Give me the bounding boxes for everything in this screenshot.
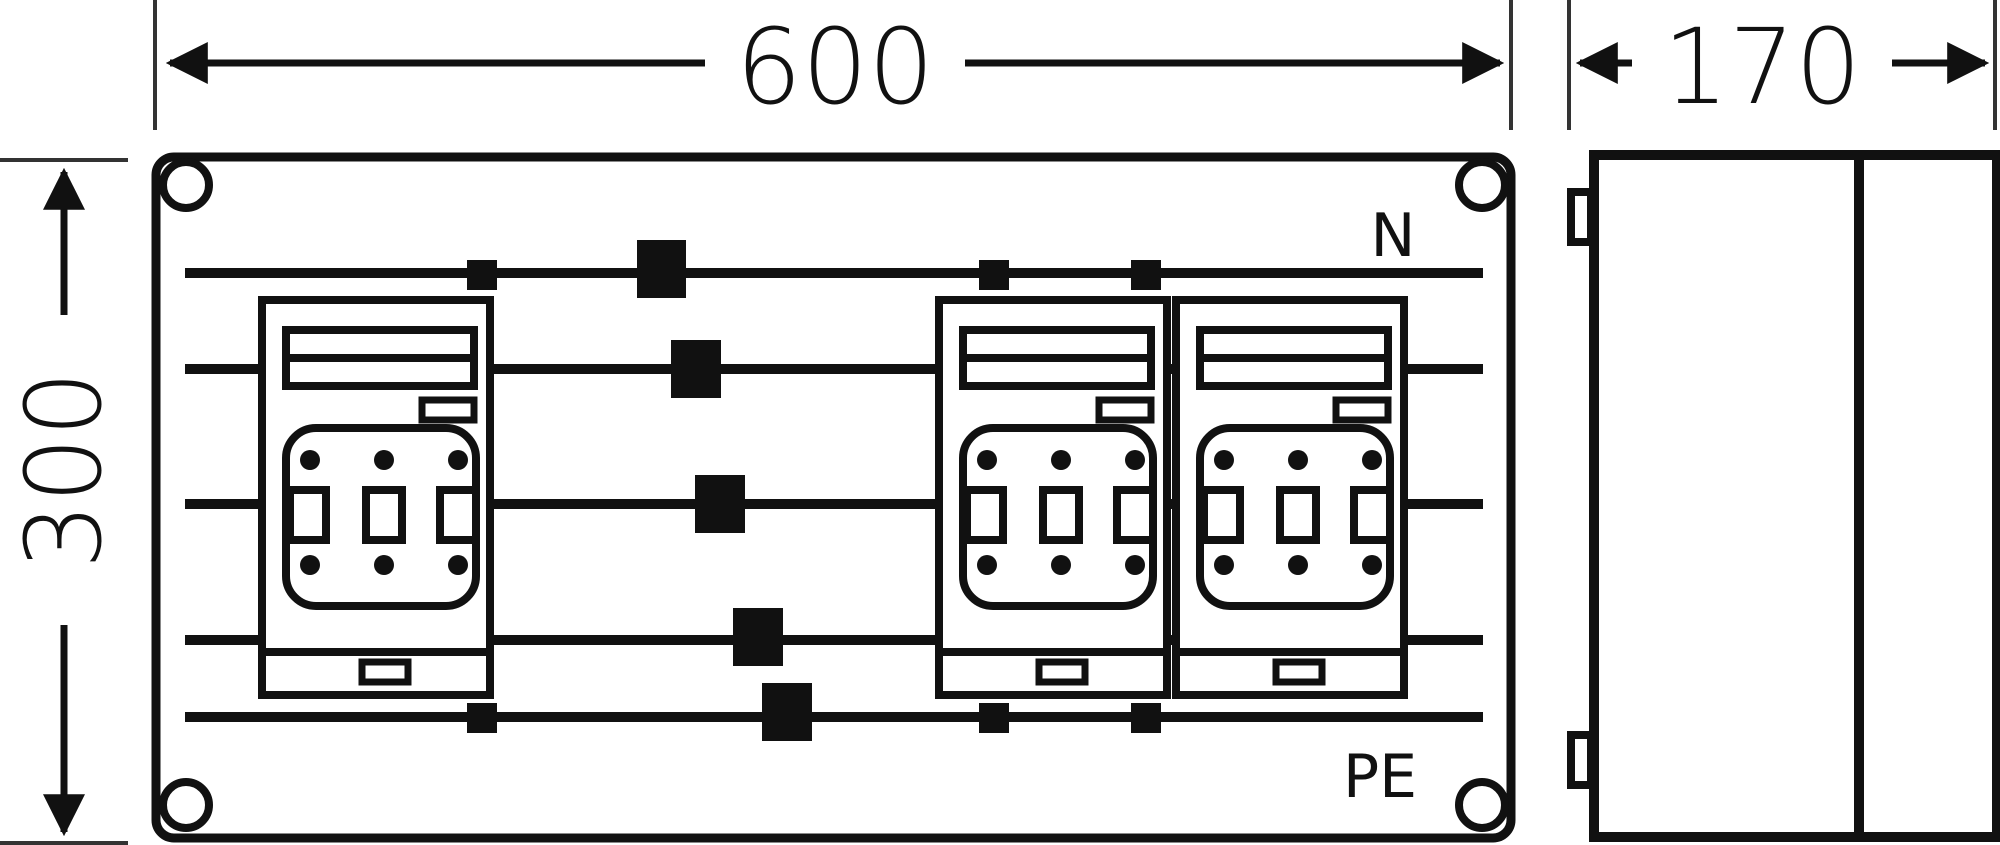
corner-screw-icon <box>1455 158 1509 212</box>
fuse-switch-device-3[interactable] <box>1176 300 1404 695</box>
corner-screw-icon <box>159 778 213 832</box>
height-dimension-label: 300 <box>3 371 125 570</box>
corner-screw-icon <box>1455 778 1509 832</box>
height-dimension: 300 <box>0 158 128 845</box>
pe-label: PE <box>1343 742 1417 812</box>
busbar-clamps <box>467 240 1161 741</box>
fuse-switch-device-2[interactable] <box>939 300 1167 695</box>
hinge-icon <box>1567 731 1595 789</box>
width-dimension-label: 600 <box>736 6 935 128</box>
hinge-icon <box>1567 188 1595 246</box>
neutral-label: N <box>1371 201 1416 271</box>
depth-dimension-label: 170 <box>1663 6 1862 128</box>
corner-screw-icon <box>159 158 213 212</box>
front-view-enclosure: N PE <box>151 152 1516 843</box>
side-view-enclosure <box>1567 150 2000 842</box>
fuse-switch-device-1[interactable] <box>262 300 490 695</box>
width-dimension: 600 <box>153 0 1513 130</box>
depth-dimension: 170 <box>1567 0 1997 130</box>
